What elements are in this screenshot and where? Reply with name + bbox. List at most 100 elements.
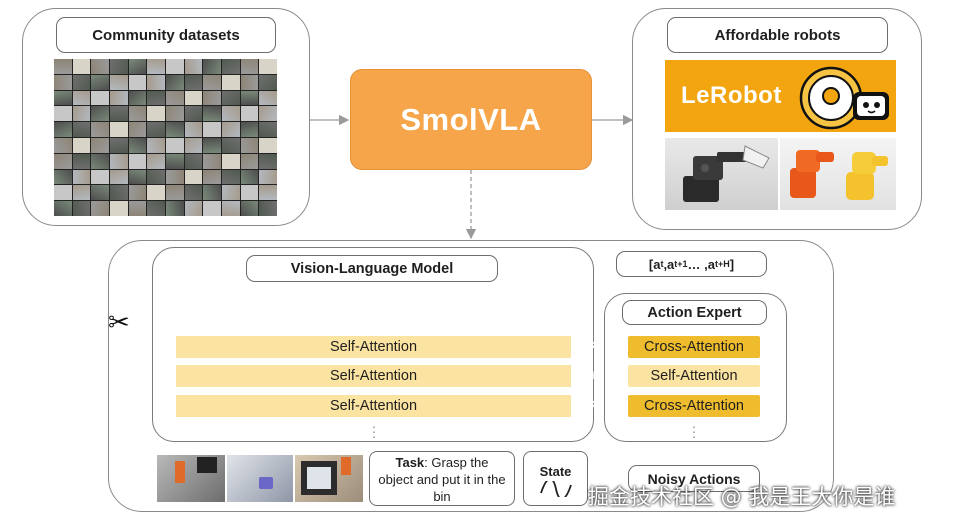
dataset-thumbnail (203, 90, 221, 106)
dataset-thumbnail (184, 153, 203, 169)
noisy-actions-box: Noisy Actions (628, 465, 760, 492)
dataset-thumbnail (109, 74, 128, 90)
dataset-thumbnail (165, 201, 184, 216)
dataset-thumbnail (54, 169, 72, 185)
dataset-thumbnail (128, 122, 147, 137)
dataset-thumbnail (221, 169, 240, 185)
dataset-thumbnail (128, 59, 147, 74)
dataset-thumbnail (165, 153, 184, 169)
smolvla-box: SmolVLA (350, 69, 592, 170)
dataset-thumbnail (72, 90, 91, 106)
connector-label-qkv: QKV (584, 370, 608, 382)
dataset-thumbnail (259, 169, 277, 185)
dataset-thumbnail (203, 106, 221, 122)
dataset-thumbnail (184, 59, 203, 74)
dataset-thumbnail (109, 201, 128, 216)
dataset-thumbnail (203, 169, 221, 185)
dataset-thumbnail (109, 106, 128, 122)
vlm-self-attention-1: Self-Attention (176, 336, 571, 358)
dataset-thumbnail (240, 153, 259, 169)
dataset-thumbnail (184, 201, 203, 216)
dataset-thumbnail (147, 90, 165, 106)
dataset-thumbnail (91, 169, 109, 185)
expert-cross-attention-1: Cross-Attention (628, 336, 760, 358)
dataset-thumbnail (109, 138, 128, 153)
dataset-thumbnail (147, 74, 165, 90)
dataset-thumbnail (240, 122, 259, 137)
expert-cross-attention-2: Cross-Attention (628, 395, 760, 417)
lerobot-logo-banner: LeRobot (665, 60, 896, 132)
dataset-thumbnail (240, 138, 259, 153)
dataset-thumbnail (72, 169, 91, 185)
lerobot-logo-text: LeRobot (681, 82, 782, 109)
dataset-thumbnail (128, 138, 147, 153)
dataset-thumbnail (54, 59, 72, 74)
dataset-thumbnail (203, 201, 221, 216)
dataset-thumbnail (259, 59, 277, 74)
output-sub-t: t (660, 259, 664, 269)
dataset-thumbnail (165, 106, 184, 122)
dataset-thumbnail (72, 138, 91, 153)
dataset-thumbnail (184, 169, 203, 185)
dataset-thumbnail (72, 153, 91, 169)
dataset-thumbnail (147, 201, 165, 216)
dataset-thumbnail (240, 59, 259, 74)
dataset-thumbnail (240, 74, 259, 90)
connector-label-kv-2: KV (588, 399, 604, 411)
dataset-thumbnail (203, 74, 221, 90)
dataset-thumbnail (91, 59, 109, 74)
camera-image-3 (295, 455, 363, 502)
smolvla-title: SmolVLA (400, 101, 542, 137)
dataset-thumbnail (72, 185, 91, 201)
dataset-thumbnail (128, 90, 147, 106)
vlm-self-attention-2: Self-Attention (176, 365, 571, 387)
task-box: Task: Grasp the object and put it in the… (369, 451, 515, 506)
dataset-thumbnail (259, 122, 277, 137)
dataset-thumbnail (147, 169, 165, 185)
task-label: Task (395, 455, 425, 470)
dataset-thumbnail (221, 59, 240, 74)
dataset-thumbnail (91, 153, 109, 169)
dataset-thumbnail (240, 90, 259, 106)
dataset-thumbnail (165, 74, 184, 90)
dataset-thumbnail (259, 74, 277, 90)
dataset-thumbnail (203, 122, 221, 137)
dataset-thumbnail (259, 138, 277, 153)
dataset-thumbnail (54, 185, 72, 201)
dataset-thumbnail (109, 59, 128, 74)
robot-arm-photo-left (665, 138, 778, 210)
expert-self-attention: Self-Attention (628, 365, 760, 387)
dataset-thumbnail (165, 122, 184, 137)
dataset-thumbnail (221, 201, 240, 216)
output-prefix: [a (648, 256, 661, 272)
dataset-thumbnail (128, 169, 147, 185)
dataset-thumbnail (259, 90, 277, 106)
dataset-thumbnail (184, 74, 203, 90)
state-label: State (539, 464, 572, 479)
output-suffix: ] (729, 256, 735, 272)
output-sub-tH: t+H (715, 259, 730, 269)
state-wave-icon (539, 478, 572, 500)
dataset-thumbnail (221, 74, 240, 90)
dataset-thumbnail (109, 90, 128, 106)
dataset-thumbnail (109, 153, 128, 169)
dataset-thumbnail (72, 122, 91, 137)
dataset-thumbnail (221, 153, 240, 169)
dataset-thumbnail (128, 185, 147, 201)
dataset-thumbnail (259, 153, 277, 169)
dataset-thumbnail (259, 185, 277, 201)
dataset-thumbnail (259, 201, 277, 216)
connector-label-kv-1: KV (588, 340, 604, 352)
dataset-thumbnail (165, 138, 184, 153)
dataset-thumbnail (203, 153, 221, 169)
dataset-thumbnail (203, 185, 221, 201)
output-mid: … ,a (687, 256, 716, 272)
dataset-thumbnail (221, 106, 240, 122)
dataset-thumbnail (221, 185, 240, 201)
camera-image-2 (227, 455, 293, 502)
output-sub-t1: t+1 (674, 259, 688, 269)
vlm-more-layers-dots: ··· (371, 418, 377, 444)
dataset-thumbnail (54, 201, 72, 216)
dataset-thumbnail (91, 122, 109, 137)
